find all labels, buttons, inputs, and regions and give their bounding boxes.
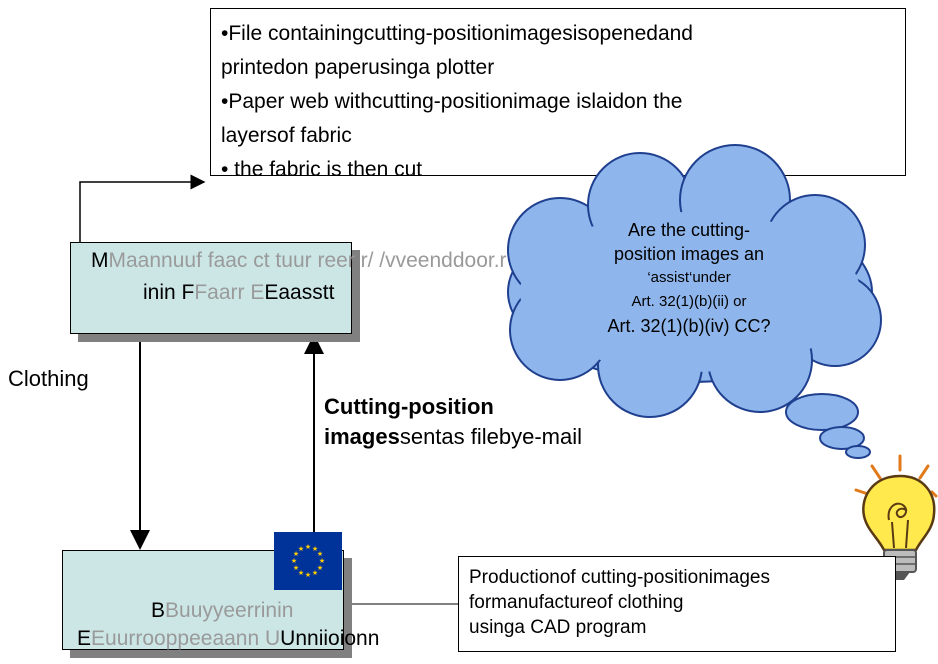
svg-text:★: ★ bbox=[312, 545, 318, 553]
manufacturer-box: MMaannuuf faac ct tuur reer r/ /vveenddo… bbox=[70, 242, 507, 334]
cloud-line: Art. 32(1)(b)(iv) CC? bbox=[607, 316, 771, 336]
svg-text:★: ★ bbox=[298, 545, 304, 553]
process-description-box: •File containingcutting-positionimagesis… bbox=[210, 8, 906, 181]
cloud-question: Are the cutting- position images an ‘ass… bbox=[574, 218, 804, 338]
cloud-line: ‘assist‘under bbox=[647, 269, 731, 286]
buyer-label-line2: EEuurrooppeeaann UUnniioionn bbox=[77, 627, 380, 650]
process-line: • the fabric is then cut bbox=[221, 158, 423, 181]
process-line: layersof fabric bbox=[221, 124, 352, 147]
images-sent-label: imagessentas filebye-mail bbox=[324, 424, 583, 449]
svg-text:★: ★ bbox=[317, 550, 323, 558]
svg-text:★: ★ bbox=[305, 571, 311, 579]
svg-text:★: ★ bbox=[317, 564, 323, 572]
process-line: printedon paperusinga plotter bbox=[221, 56, 495, 79]
svg-text:★: ★ bbox=[293, 564, 299, 572]
buyer-label-line1: BBuuyyeerrinin bbox=[151, 599, 294, 622]
process-line: •File containingcutting-positionimagesis… bbox=[221, 22, 693, 45]
clothing-label: Clothing bbox=[8, 366, 89, 391]
svg-text:★: ★ bbox=[312, 569, 318, 577]
svg-text:★: ★ bbox=[291, 557, 297, 565]
svg-text:★: ★ bbox=[293, 550, 299, 558]
svg-text:★: ★ bbox=[305, 543, 311, 551]
svg-text:★: ★ bbox=[319, 557, 325, 565]
cloud-line: Are the cutting- bbox=[627, 220, 751, 240]
connector-to-top-box bbox=[79, 174, 206, 242]
production-line: formanufactureof clothing bbox=[469, 592, 684, 613]
production-description-box: Productionof cutting-positionimages form… bbox=[458, 556, 896, 652]
production-line: Productionof cutting-positionimages bbox=[469, 567, 771, 588]
production-line: usinga CAD program bbox=[469, 617, 647, 638]
svg-text:★: ★ bbox=[298, 569, 304, 577]
manufacturer-label-line2: inin FFaarr EEaasstt bbox=[143, 281, 335, 304]
cutting-position-label: Cutting-position bbox=[324, 394, 494, 419]
manufacturer-label-line1: MMaannuuf faac ct tuur reer r/ /vveenddo… bbox=[91, 249, 507, 272]
cloud-line: position images an bbox=[613, 244, 765, 264]
cloud-line: Art. 32(1)(b)(ii) or bbox=[631, 293, 747, 310]
eu-flag-icon: ★★★ ★★★ ★★★ ★★★ bbox=[274, 532, 342, 590]
process-line: •Paper web withcutting-positionimage isl… bbox=[221, 90, 683, 113]
